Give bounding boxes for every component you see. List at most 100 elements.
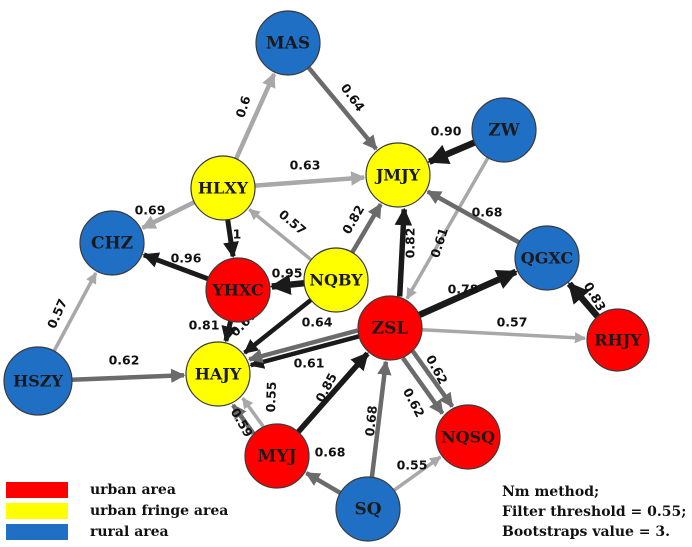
node-hajy: HAJY — [185, 341, 251, 407]
node-circle — [365, 142, 431, 208]
legend-swatch-rural — [6, 523, 68, 540]
edge-hszy-chz: 0.57 — [44, 272, 98, 352]
edge-line — [369, 360, 392, 478]
edge-weight-label: 0.57 — [497, 315, 528, 330]
edge-weight-label: 0.63 — [290, 158, 321, 173]
edge-sq-myj: 0.68 — [305, 445, 346, 495]
node-circle — [303, 247, 369, 313]
edge-weight-label: 0.69 — [135, 203, 166, 218]
node-label: NQSQ — [441, 428, 495, 447]
edge-yhxc-hajy: 0.81 — [189, 318, 238, 343]
node-label: JMJY — [374, 166, 421, 185]
edge-line — [141, 200, 196, 230]
edge-hlxy-mas: 0.6 — [232, 72, 277, 160]
edge-nqby-jmjy: 0.82 — [339, 202, 383, 254]
node-chz: CHZ — [79, 210, 145, 276]
edge-zw-jmjy: 0.90 — [427, 124, 476, 165]
edge-weight-label: 0.83 — [581, 279, 609, 313]
edge-nqby-yhxc: 0.95 — [269, 266, 305, 295]
edge-line — [223, 219, 239, 258]
edge-myj-hajy: 0.55 — [241, 381, 279, 428]
edge-line — [254, 171, 366, 188]
edge-line — [221, 320, 238, 343]
legend-swatch-fringe — [6, 502, 68, 519]
legend-item-rural: rural area — [6, 522, 228, 541]
edge-line — [231, 403, 256, 435]
node-circle — [357, 295, 423, 361]
edges-layer: 0.6 0.64 0.90 0.63 0.69 1 0.57 0.82 0.82 0.61 0.68… — [44, 66, 609, 495]
node-circle — [435, 404, 501, 470]
edge-line — [269, 274, 305, 295]
edge-hlxy-chz: 0.69 — [135, 200, 196, 230]
edge-zsl-hajy: 0.61 — [247, 328, 359, 371]
legend-label-urban: urban area — [90, 481, 176, 498]
edge-sq-nqsq: 0.55 — [392, 455, 442, 492]
edge-line — [401, 356, 445, 415]
edge-hlxy-yhxc: 1 — [223, 219, 241, 258]
node-yhxc: YHXC — [205, 257, 271, 323]
edge-line — [306, 66, 378, 151]
node-circle — [3, 346, 73, 416]
node-circle — [335, 476, 401, 542]
edge-line — [249, 334, 360, 369]
node-label: ZSL — [372, 319, 409, 339]
edge-weight-label: 0.61 — [427, 226, 451, 260]
edge-zsl-rhjy: 0.57 — [421, 315, 587, 344]
edge-line — [296, 351, 370, 434]
method-text: Nm method; — [502, 484, 600, 500]
node-circle — [79, 210, 145, 276]
edge-weight-label: 0.6 — [232, 94, 253, 120]
edge-weight-label: 0.68 — [315, 445, 346, 460]
edge-weight-label: 0.90 — [431, 124, 462, 139]
legend-item-fringe: urban fringe area — [6, 501, 228, 520]
edge-line — [247, 328, 359, 364]
node-rhjy: RHJY — [586, 308, 650, 372]
node-qgxc: QGXC — [514, 225, 580, 291]
edge-sq-zsl: 0.68 — [362, 360, 392, 478]
node-circle — [190, 155, 256, 221]
edge-weight-label: 0.78 — [448, 282, 479, 297]
edge-line — [566, 281, 601, 319]
edge-line — [427, 139, 476, 165]
node-label: MAS — [266, 34, 310, 54]
edge-line — [394, 207, 413, 297]
node-label: HAJY — [195, 365, 242, 384]
edge-line — [142, 252, 209, 282]
edge-line — [243, 298, 313, 355]
edge-weight-label: 0.82 — [403, 228, 418, 259]
legend: urban area urban fringe area rural area — [6, 480, 228, 543]
threshold-text: Filter threshold = 0.55; — [502, 504, 687, 520]
edge-weight-label: 0.55 — [263, 381, 279, 412]
edge-mas-jmjy: 0.64 — [306, 66, 378, 151]
edge-line — [405, 156, 490, 300]
node-circle — [244, 423, 310, 489]
edge-line — [248, 208, 313, 262]
edge-line — [426, 189, 521, 245]
edge-line — [71, 368, 186, 384]
node-circle — [586, 308, 650, 372]
edge-weight-label: 0.62 — [109, 353, 140, 368]
node-circle — [514, 225, 580, 291]
node-label: MYJ — [258, 447, 297, 467]
edge-line — [305, 471, 342, 495]
node-circle — [185, 341, 251, 407]
edge-line — [410, 349, 455, 408]
edge-zsl-hajy: 0.64 — [249, 315, 360, 369]
edge-zsl-jmjy: 0.82 — [394, 207, 418, 297]
node-zsl: ZSL — [357, 295, 423, 361]
node-label: HSZY — [13, 372, 63, 391]
node-mas: MAS — [255, 10, 321, 76]
node-jmjy: JMJY — [365, 142, 431, 208]
node-nqsq: NQSQ — [435, 404, 501, 470]
edge-weight-label: 0.61 — [294, 356, 325, 371]
edge-yhxc-chz: 0.96 — [142, 251, 209, 282]
edge-weight-label: 0.68 — [472, 205, 503, 220]
node-nqby: NQBY — [303, 247, 369, 313]
edge-line — [241, 397, 265, 428]
node-label: QGXC — [521, 249, 573, 268]
edge-line — [421, 327, 587, 344]
edge-line — [234, 72, 277, 160]
legend-item-urban: urban area — [6, 480, 228, 499]
node-circle — [255, 10, 321, 76]
node-label: ZW — [488, 121, 520, 141]
